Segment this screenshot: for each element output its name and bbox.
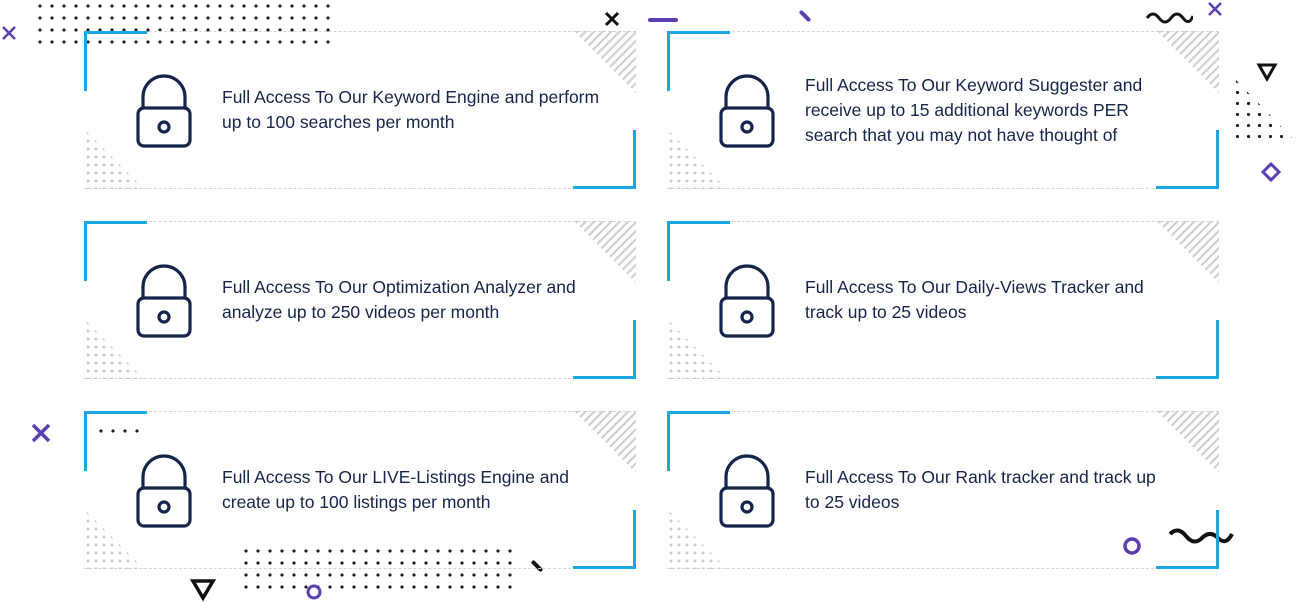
ring-icon [306, 584, 322, 600]
corner-bracket [84, 31, 147, 91]
squiggle-icon [1145, 12, 1193, 24]
feature-card: Full Access To Our Optimization Analyzer… [84, 221, 636, 379]
feature-text: Full Access To Our LIVE-Listings Engine … [222, 467, 569, 512]
ring-icon [1123, 537, 1141, 555]
feature-text: Full Access To Our Optimization Analyzer… [222, 277, 576, 322]
triangle-icon [190, 579, 216, 601]
corner-bracket [667, 411, 730, 471]
dot-triangle-right [1232, 76, 1298, 144]
cross-icon [31, 423, 51, 443]
feature-text: Full Access To Our Keyword Suggester and… [805, 74, 1143, 145]
feature-card: Full Access To Our Rank tracker and trac… [667, 411, 1219, 569]
lock-icon [136, 454, 192, 528]
cross-icon [2, 26, 16, 40]
dot-grid-bottom [240, 545, 520, 593]
corner-bracket [667, 31, 730, 91]
triangle-icon [1256, 63, 1278, 82]
lock-icon [136, 74, 192, 148]
corner-bracket [1156, 320, 1219, 379]
lock-icon [719, 454, 775, 528]
corner-bracket [84, 221, 147, 281]
cross-icon [604, 11, 620, 27]
cross-icon [1208, 2, 1222, 16]
corner-bracket [573, 320, 636, 379]
corner-bracket [573, 130, 636, 189]
feature-card: Full Access To Our Daily-Views Tracker a… [667, 221, 1219, 379]
dot-grid-small [95, 425, 143, 437]
feature-text: Full Access To Our Rank tracker and trac… [805, 467, 1156, 512]
squiggle-icon [1168, 528, 1234, 544]
feature-text: Full Access To Our Keyword Engine and pe… [222, 87, 600, 132]
dash-decoration [648, 18, 678, 22]
lock-icon [719, 264, 775, 338]
corner-bracket [1156, 130, 1219, 189]
corner-bracket [1156, 510, 1219, 569]
feature-card: Full Access To Our Keyword Engine and pe… [84, 31, 636, 189]
lock-icon [136, 264, 192, 338]
feature-text: Full Access To Our Daily-Views Tracker a… [805, 277, 1144, 322]
feature-card: Full Access To Our Keyword Suggester and… [667, 31, 1219, 189]
dash-decoration [798, 9, 812, 23]
corner-bracket [573, 510, 636, 569]
corner-bracket [84, 411, 147, 471]
dot-grid-top-left [34, 0, 330, 50]
corner-bracket [667, 221, 730, 281]
lock-icon [719, 74, 775, 148]
feature-card: Full Access To Our LIVE-Listings Engine … [84, 411, 636, 569]
diamond-icon [1260, 161, 1282, 183]
